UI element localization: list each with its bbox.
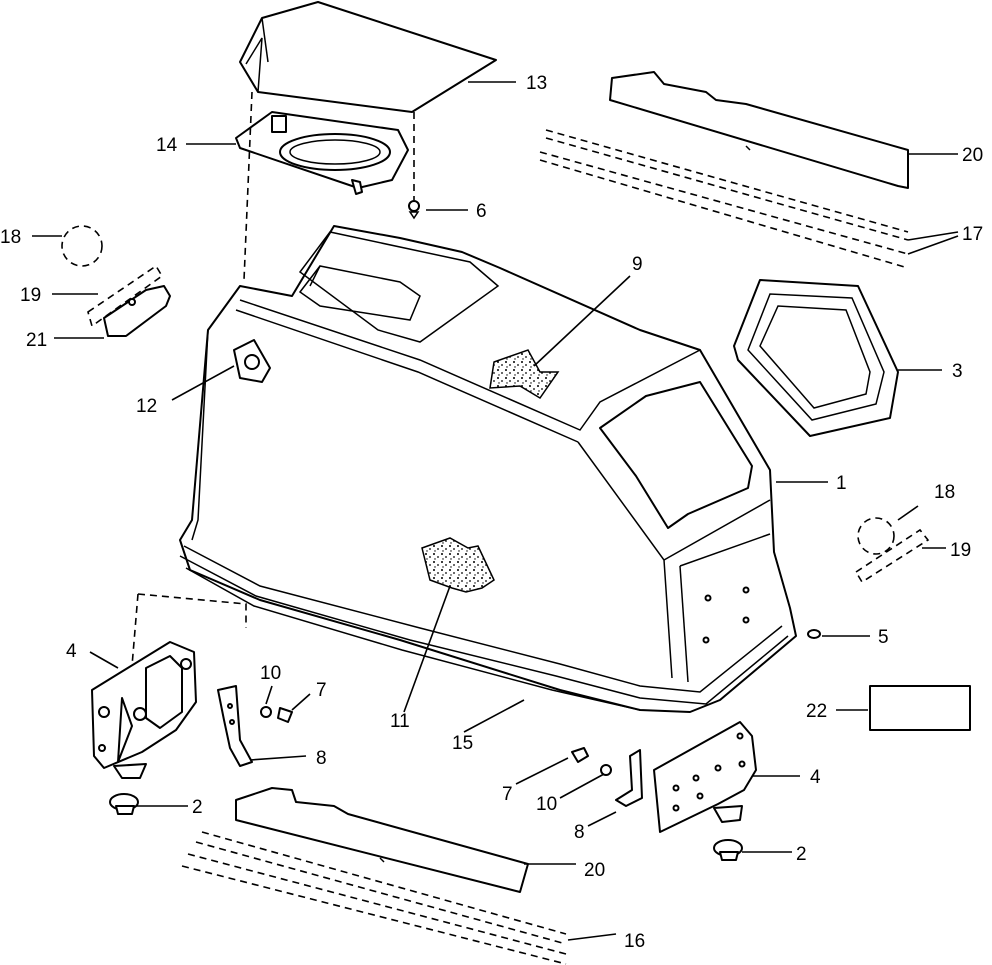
callout-3: 3 (952, 361, 963, 382)
part-washer-left (260, 706, 272, 718)
callout-1: 1 (836, 473, 847, 494)
callout-4-left: 4 (66, 641, 77, 662)
callout-7-left: 7 (316, 680, 327, 701)
callout-8-right: 8 (574, 822, 585, 843)
callout-15: 15 (452, 733, 473, 754)
callout-20-bottom: 20 (584, 860, 605, 881)
callout-16: 16 (624, 931, 645, 952)
callout-17: 17 (962, 224, 983, 245)
callout-10-right: 10 (536, 794, 557, 815)
callout-2-left: 2 (192, 797, 203, 818)
part-screw (408, 200, 420, 220)
callout-18-right: 18 (934, 482, 955, 503)
part-dashed-seals-top (539, 129, 909, 269)
part-dashed-seals-bottom (181, 831, 567, 965)
callout-5: 5 (878, 627, 889, 648)
part-arm-right (615, 749, 643, 807)
part-side-fastener (233, 339, 271, 383)
part-washer-right (600, 764, 612, 776)
callout-12: 12 (136, 396, 157, 417)
part-seal-strip-bottom (235, 787, 529, 893)
part-bracket-left (91, 641, 197, 779)
callout-4-right: 4 (810, 767, 821, 788)
callout-22: 22 (806, 701, 827, 722)
part-top-cover (239, 1, 497, 113)
callout-11: 11 (390, 711, 410, 732)
callout-6: 6 (476, 201, 487, 222)
part-bolt-left (277, 707, 293, 723)
part-mount-right (713, 839, 743, 861)
part-bracket-right (653, 721, 757, 833)
callout-2-right: 2 (796, 844, 807, 865)
callout-9: 9 (632, 254, 643, 275)
part-intake-grille (733, 279, 899, 437)
callout-20-top: 20 (962, 145, 983, 166)
part-dashed-strip-left (87, 264, 164, 328)
callout-13: 13 (526, 73, 547, 94)
part-plug (807, 629, 821, 639)
part-dashed-disc-left (61, 225, 103, 267)
callout-19-left: 19 (20, 285, 41, 306)
part-decal-front (421, 537, 495, 593)
part-main-cowl (179, 225, 797, 713)
callout-8-left: 8 (316, 748, 327, 769)
callout-19-right: 19 (950, 540, 971, 561)
callout-21: 21 (26, 330, 47, 351)
alignment-line (137, 593, 247, 628)
part-seal-strip-top (609, 71, 909, 189)
part-arm-left (217, 685, 253, 767)
callout-10-left: 10 (260, 663, 281, 684)
part-dashed-strip-right (854, 528, 930, 584)
part-bolt-right (571, 747, 589, 763)
part-seal-plate (235, 111, 409, 195)
alignment-line (243, 91, 253, 281)
callout-7-right: 7 (502, 784, 513, 805)
leader-lines (32, 81, 959, 941)
part-dashed-disc-right (857, 517, 895, 555)
callout-14: 14 (156, 135, 178, 156)
part-label-plate (869, 685, 971, 731)
part-mount-left (109, 793, 139, 815)
callout-18-left: 18 (0, 227, 21, 248)
part-decal-top (489, 349, 560, 400)
part-clip-left (103, 285, 171, 337)
alignment-line (131, 593, 139, 667)
